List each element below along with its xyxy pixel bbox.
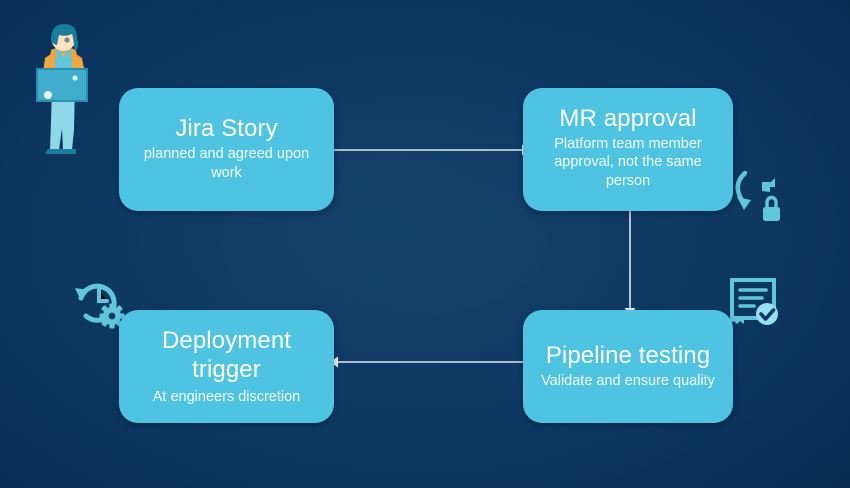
- connector-jira-to-mr: [330, 136, 530, 164]
- clock-gear-icon: [72, 276, 128, 330]
- connector-pipeline-to-deploy: [326, 348, 530, 376]
- node-pipeline-testing-subtitle: Validate and ensure quality: [541, 373, 715, 390]
- node-deployment-trigger[interactable]: Deployment trigger At engineers discreti…: [119, 310, 334, 423]
- connector-mr-to-pipeline: [616, 206, 644, 316]
- node-pipeline-testing-title: Pipeline testing: [545, 342, 711, 370]
- person-with-laptop-icon: [18, 10, 108, 158]
- node-jira-story[interactable]: Jira Story planned and agreed upon work: [119, 88, 334, 211]
- node-mr-approval-subtitle: Platform team member approval, not the s…: [554, 135, 702, 189]
- node-deployment-trigger-subtitle: At engineers discretion: [152, 388, 301, 405]
- node-mr-approval-title: MR approval: [559, 104, 697, 132]
- node-mr-approval[interactable]: MR approval Platform team member approva…: [523, 88, 733, 211]
- node-pipeline-testing[interactable]: Pipeline testing Validate and ensure qua…: [523, 310, 733, 423]
- node-jira-story-subtitle: planned and agreed upon work: [143, 146, 310, 181]
- node-deployment-trigger-title: Deployment trigger: [161, 326, 292, 383]
- node-jira-story-title: Jira Story: [175, 114, 278, 142]
- document-check-icon: [726, 276, 782, 328]
- sync-lock-icon: [729, 163, 791, 227]
